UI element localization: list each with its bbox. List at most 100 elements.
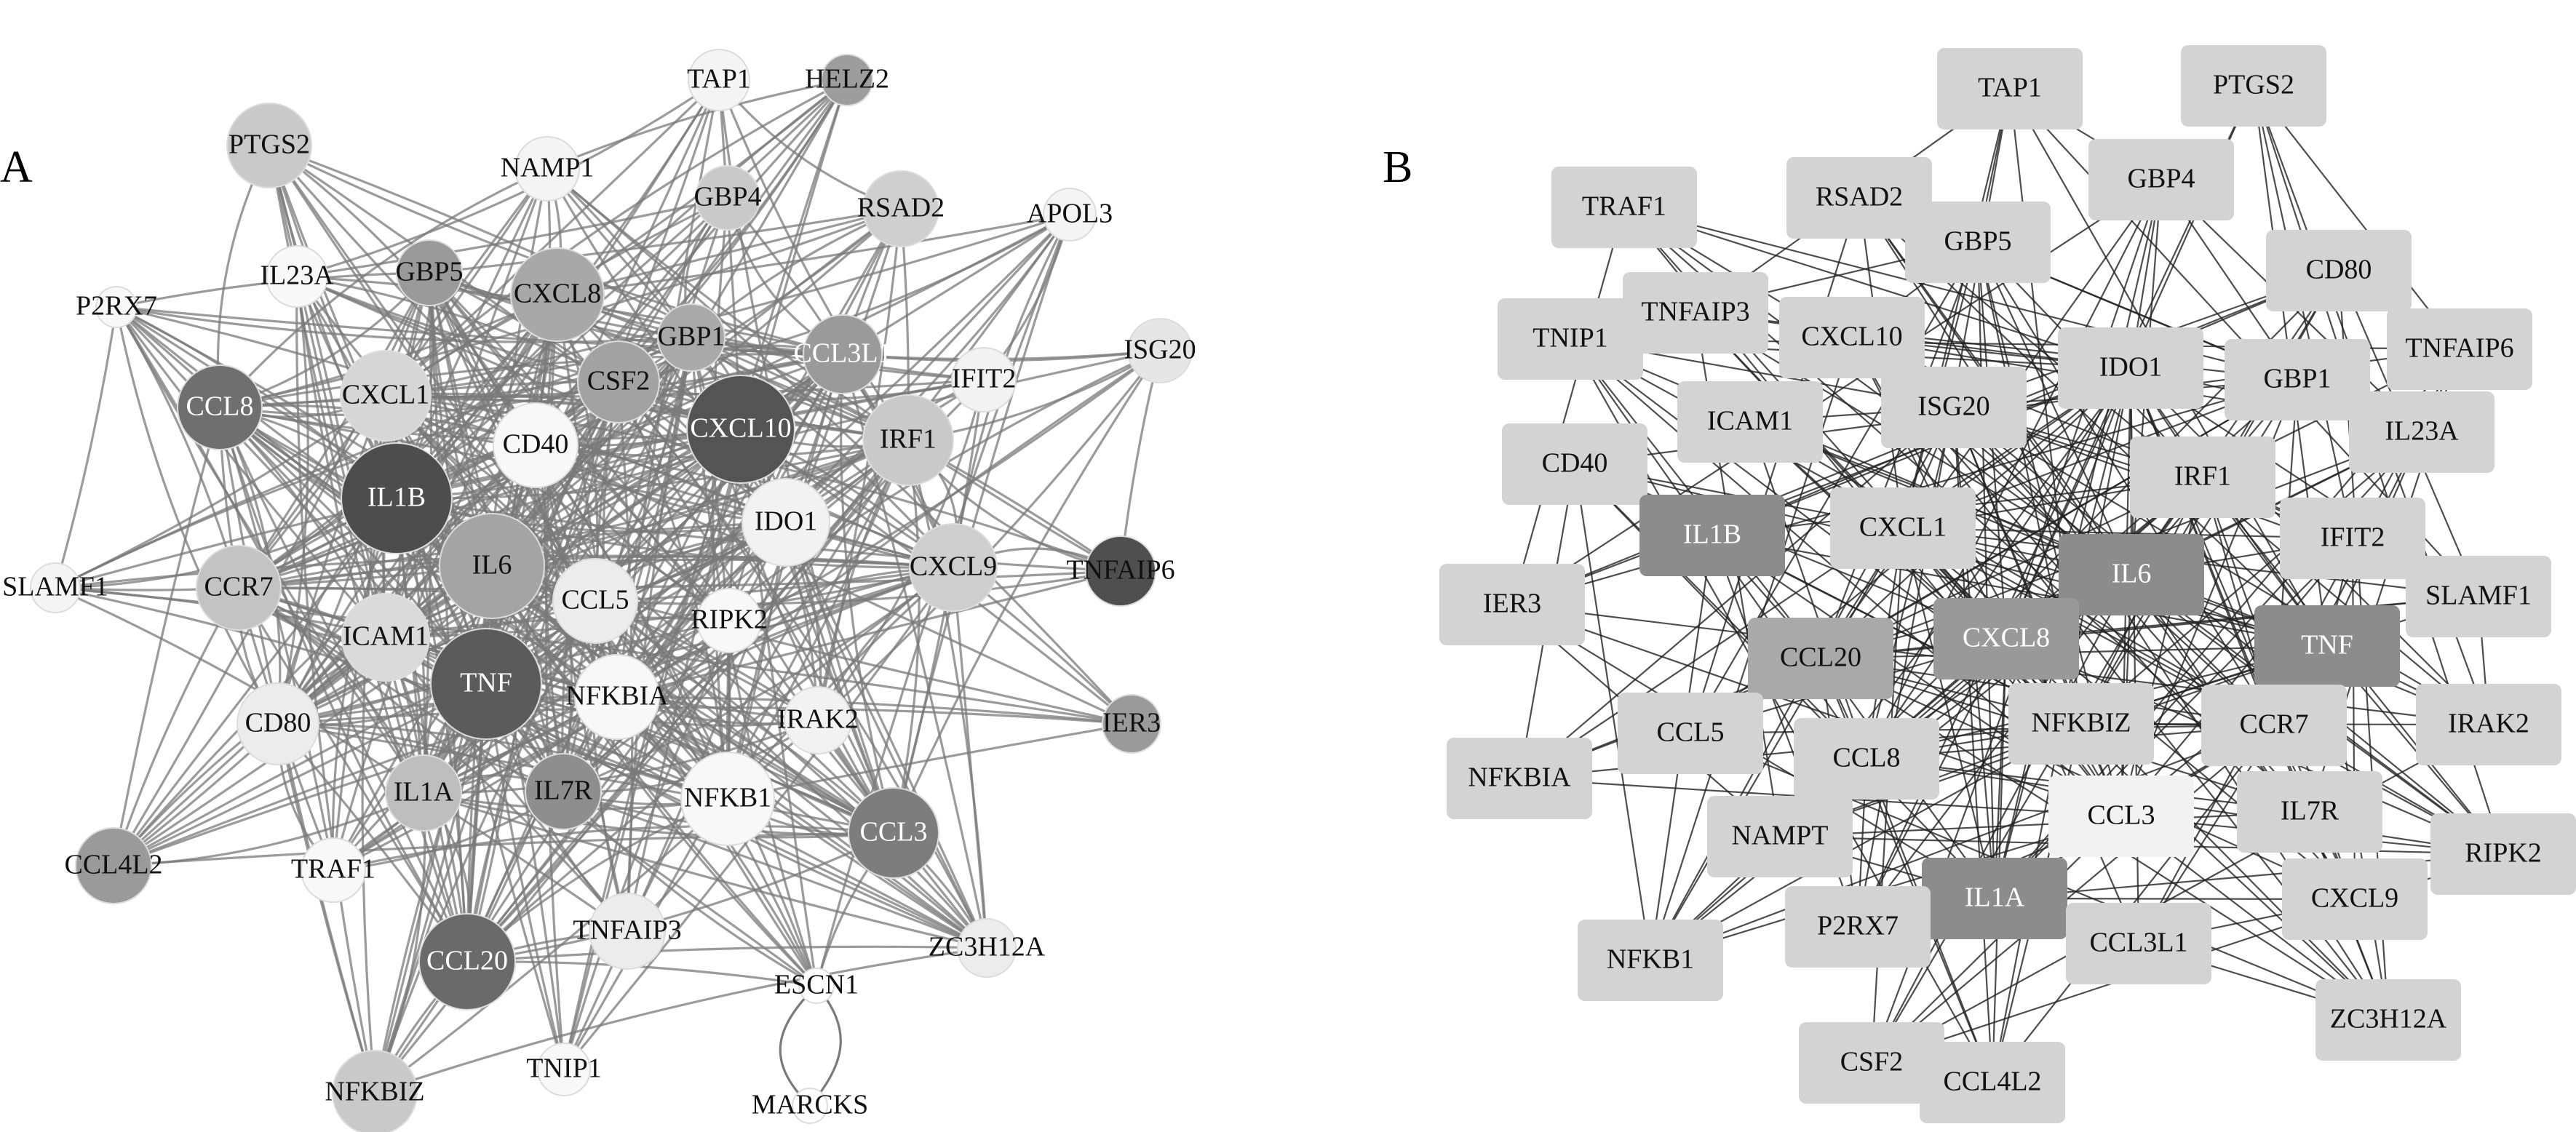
node-ccl8: CCL8 — [1794, 718, 1939, 800]
network-edge-456 — [238, 586, 629, 933]
node-tnfaip3: TNFAIP3 — [1623, 272, 1768, 354]
node-gbp4: GBP4 — [694, 165, 761, 231]
node-ido1: IDO1 — [2058, 327, 2203, 409]
node-ccl20: CCL20 — [418, 913, 516, 1011]
node-box — [1748, 618, 1893, 699]
node-label: SLAMF1 — [2, 572, 108, 602]
network-edge-220 — [385, 378, 985, 399]
network-edge-20 — [2005, 179, 2163, 639]
network-edge-549 — [466, 945, 987, 963]
node-box — [1447, 738, 1592, 819]
network-edge-466 — [594, 599, 894, 834]
node-box — [2254, 605, 2400, 687]
node-label: GBP5 — [396, 257, 464, 287]
node-box — [1618, 693, 1763, 774]
network-edge-130 — [1749, 420, 2328, 647]
node-traf1: TRAF1 — [291, 837, 375, 903]
node-label: IFIT2 — [952, 364, 1017, 394]
network-edge-478 — [333, 619, 730, 872]
node-cd40: CD40 — [493, 402, 579, 488]
node-box — [2406, 556, 2551, 637]
network-edge-71 — [816, 208, 902, 721]
node-label: IRAK2 — [777, 704, 859, 735]
node-cxcl10: CXCL10 — [1779, 297, 1925, 378]
node-box — [2225, 339, 2370, 420]
node-circle — [951, 347, 1017, 412]
node-label: IL7R — [2281, 796, 2340, 826]
node-box — [2008, 683, 2154, 765]
network-edge-512 — [333, 695, 618, 872]
network-edge-547 — [466, 832, 894, 963]
node-label: ISG20 — [1124, 335, 1196, 365]
node-label: NFKBIZ — [2031, 708, 2131, 738]
node-circle — [589, 893, 666, 970]
node-label: IRAK2 — [2448, 709, 2529, 739]
node-cd80: CD80 — [2266, 230, 2412, 311]
node-circle — [821, 54, 873, 106]
node-cd40: CD40 — [1502, 423, 1647, 505]
node-box — [1905, 202, 2051, 283]
node-csf2: CSF2 — [1799, 1022, 1944, 1104]
node-ier3: IER3 — [1102, 694, 1161, 754]
network-edge-513 — [616, 695, 987, 949]
network-edge-302 — [617, 380, 988, 949]
node-circle — [226, 103, 312, 188]
node-ccl4l2: CCL4L2 — [64, 827, 163, 904]
node-box — [2130, 437, 2275, 518]
node-label: IRF1 — [2174, 461, 2231, 492]
node-label: IL23A — [260, 260, 334, 291]
node-cxcl8: CXCL8 — [1933, 598, 2079, 679]
node-nfkbia: NFKBIA — [565, 654, 669, 740]
node-label: TRAF1 — [1582, 191, 1666, 222]
node-box — [2059, 534, 2204, 615]
node-circle — [696, 588, 762, 653]
node-label: IL23A — [2385, 416, 2459, 447]
network-edge-27 — [1511, 207, 1626, 605]
network-edge-273 — [1871, 724, 2489, 1064]
network-edge-392 — [277, 521, 787, 725]
network-edge-545 — [333, 824, 894, 872]
network-edge-147 — [1953, 407, 2504, 855]
network-edge-133 — [1749, 421, 1868, 760]
node-label: P2RX7 — [1817, 911, 1899, 941]
network-edge-419 — [238, 555, 954, 589]
node-label: IRF1 — [880, 424, 937, 455]
node-label: CD80 — [2306, 255, 2372, 285]
node-circle — [1085, 535, 1156, 607]
node-box — [2066, 903, 2211, 984]
node-irf1: IRF1 — [862, 394, 954, 486]
node-ccl3: CCL3 — [2048, 776, 2194, 857]
node-label: IL1A — [394, 777, 454, 808]
node-box — [2088, 139, 2234, 220]
network-edge-187 — [1902, 527, 2353, 540]
node-label: CXCL9 — [910, 551, 997, 582]
node-box — [1933, 598, 2079, 679]
network-edge-312 — [238, 428, 742, 589]
network-edge-215 — [1871, 574, 2132, 1064]
node-label: P2RX7 — [76, 291, 157, 322]
node-circle — [1043, 188, 1097, 242]
node-circle — [577, 340, 660, 423]
network-edge-506 — [616, 695, 1132, 725]
node-label: MARCKS — [752, 1090, 869, 1120]
node-namp1: NAMP1 — [501, 136, 594, 202]
node-circle — [1102, 694, 1161, 754]
node-tnfaip6: TNFAIP6 — [2387, 308, 2532, 390]
node-rsad2: RSAD2 — [1786, 157, 1932, 239]
node-label: GBP1 — [2264, 364, 2331, 394]
node-label: IL1B — [1683, 519, 1741, 550]
network-edge-271 — [1871, 725, 2275, 1064]
node-box — [2315, 979, 2461, 1061]
node-box — [1677, 381, 1823, 463]
node-label: CXCL8 — [514, 279, 601, 309]
network-edge-269 — [1650, 724, 2275, 962]
node-ripk2: RIPK2 — [2430, 813, 2576, 895]
node-cxcl1: CXCL1 — [1830, 487, 1976, 569]
node-circle — [525, 753, 602, 830]
network-edge-escn1-marcks-1 — [779, 984, 818, 1107]
node-box — [1498, 298, 1643, 380]
node-label: IDO1 — [755, 506, 818, 537]
node-circle — [909, 523, 998, 612]
